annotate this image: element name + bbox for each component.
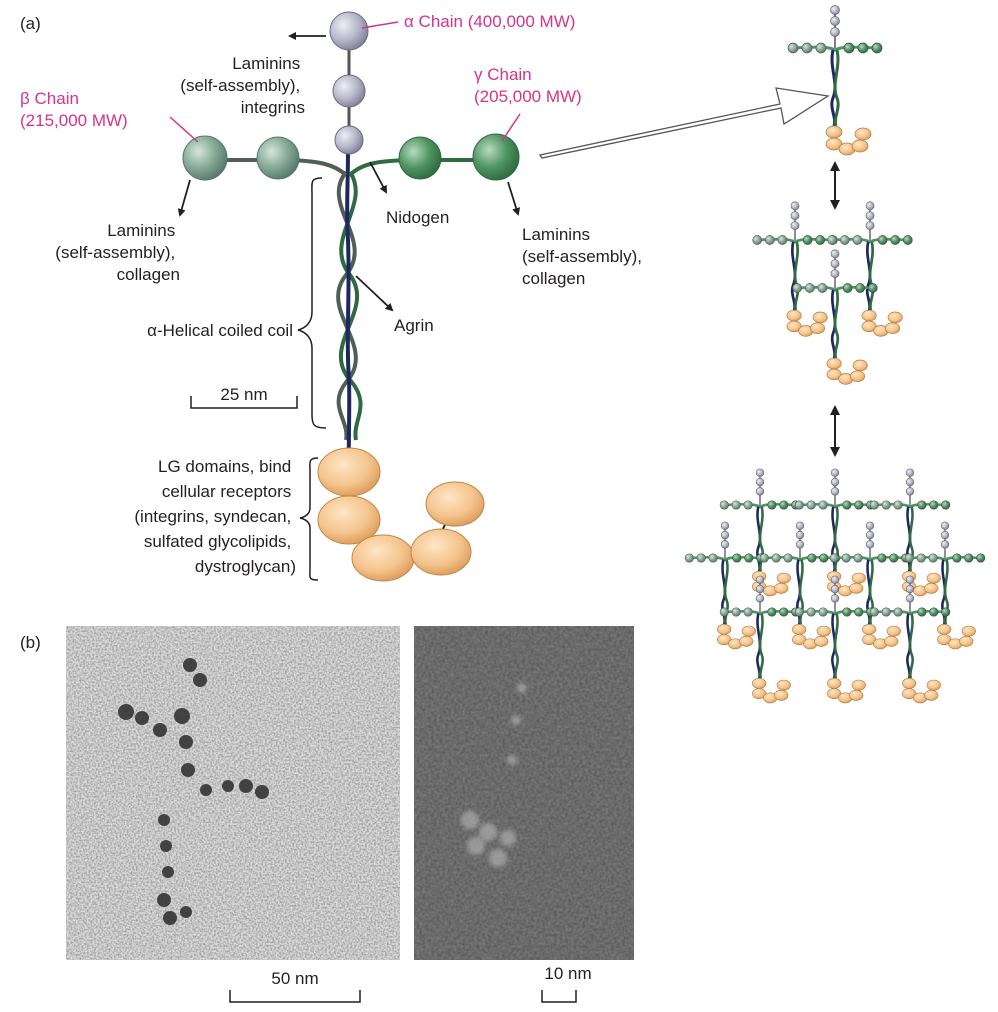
panel-label-a: (a) [20,14,41,33]
laminins-left-label: Laminins (self-assembly), collagen [55,221,180,284]
assembly-large-network [683,467,987,705]
gamma-chain-label: γ Chain (205,000 MW) [474,65,582,106]
gamma-leader [501,113,521,142]
lg-domains-label: LG domains, bind cellular receptors (int… [134,457,296,576]
panel-label-b: (b) [20,633,41,652]
laminins-right-arrow [507,181,521,216]
laminins-top-label: Laminins (self-assembly), integrins [180,54,305,117]
coiled-coil-label: α-Helical coiled coil [147,321,293,340]
beta-chain-label: β Chain (215,000 MW) [20,89,128,130]
lg-domains [317,447,485,582]
scale-bar-25nm [190,396,298,409]
assembly-small-network [751,200,914,386]
laminins-right-label: Laminins (self-assembly), collagen [522,225,647,288]
assembly-single [786,4,884,157]
gamma-chain-arm [348,133,520,181]
beta-chain-arm [182,135,348,181]
zoom-arrow [538,87,830,159]
scale-bar-10nm [541,990,577,1003]
agrin-label: Agrin [394,316,434,335]
alpha-leader [361,21,399,29]
nidogen-label: Nidogen [386,208,449,227]
lg-brace [299,457,319,581]
alpha-chain-label: α Chain (400,000 MW) [404,12,575,31]
nidogen-arrow [369,161,387,194]
micrograph-left [66,626,400,960]
coiled-coil [336,149,363,501]
beta-leader [169,116,199,143]
laminins-left-arrow [177,179,191,217]
scale-label-25nm: 25 nm [220,385,267,404]
agrin-arrow [355,275,394,312]
scale-label-10nm: 10 nm [544,964,591,983]
alpha-chain-short-arm [329,11,369,155]
scale-label-50nm: 50 nm [271,969,318,988]
micrograph-right [414,626,634,960]
scale-bar-50nm [229,990,361,1003]
coiled-coil-brace [297,177,327,429]
